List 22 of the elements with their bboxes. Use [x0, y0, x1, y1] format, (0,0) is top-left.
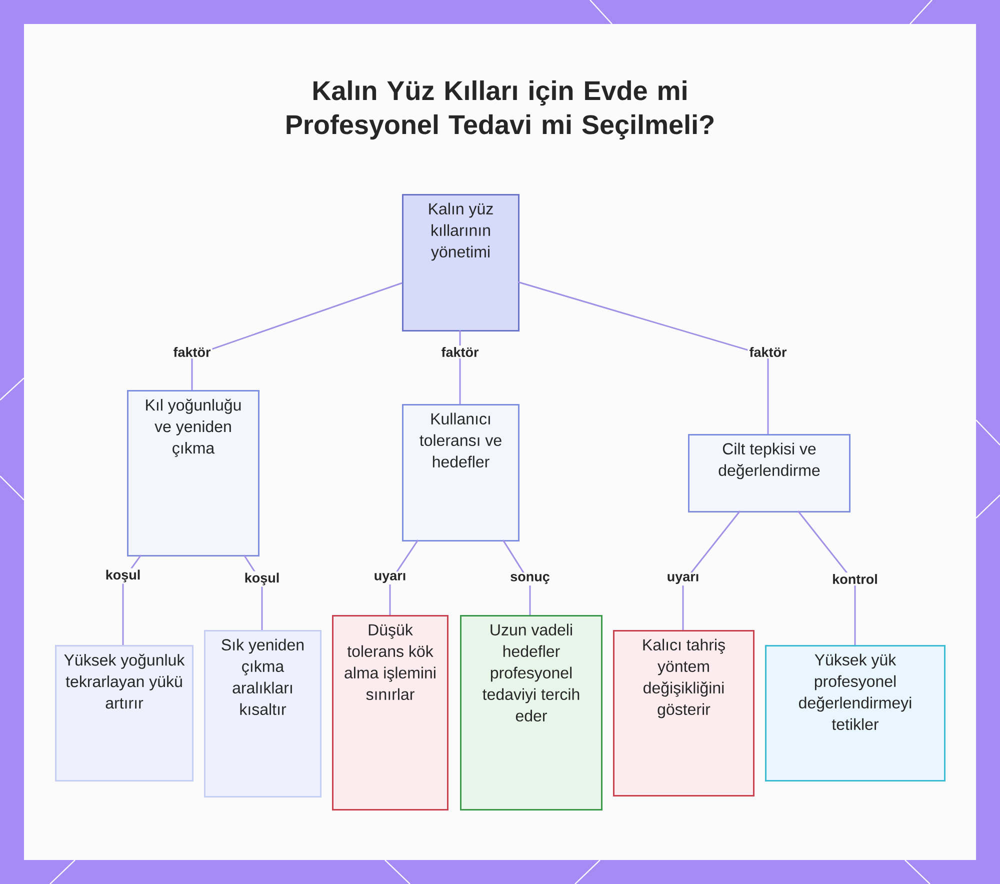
edge-label: koşul [104, 568, 142, 584]
edge-label: faktör [440, 346, 480, 358]
edge-label: koşul [242, 571, 282, 587]
title: Kalın Yüz Kılları için Evde mi Profesyonel Tedavi mi Seçilmeli? [286, 80, 714, 140]
text-box: Cilt tepkisi ve değerlendirme [688, 434, 850, 512]
text-box: Kalıcı tahriş yöntem değişikliğini gösterir [613, 630, 755, 796]
text-box: Kıl yoğunluğu ve yeniden çıkma [127, 390, 260, 556]
text-box: Yüksek yoğunluk tekrarlayan yükü artırır [55, 645, 194, 782]
text-box: Düşük tolerans kök alma işlemini sınırlar [332, 615, 448, 810]
connector [191, 282, 402, 390]
connector [682, 510, 741, 630]
text-box: Yüksek yük profesyonel değerlendirmeyi tetikler [765, 645, 946, 782]
connector [518, 281, 769, 434]
edge-label: sonuç [508, 572, 552, 586]
text-box: Kullanıcı toleransı ve hedefler [402, 404, 520, 542]
edge-label: faktör [748, 346, 788, 358]
edge-label: kontrol [830, 572, 880, 586]
text-box: Sık yeniden çıkma aralıkları kısaltır [204, 630, 322, 798]
text-box: Uzun vadeli hedefler profesyonel tedaviyi tercih eder [460, 615, 602, 810]
edge-label: faktör [172, 346, 212, 358]
text-box: Kalın yüz kıllarının yönetimi [402, 194, 520, 332]
connector [797, 510, 856, 645]
